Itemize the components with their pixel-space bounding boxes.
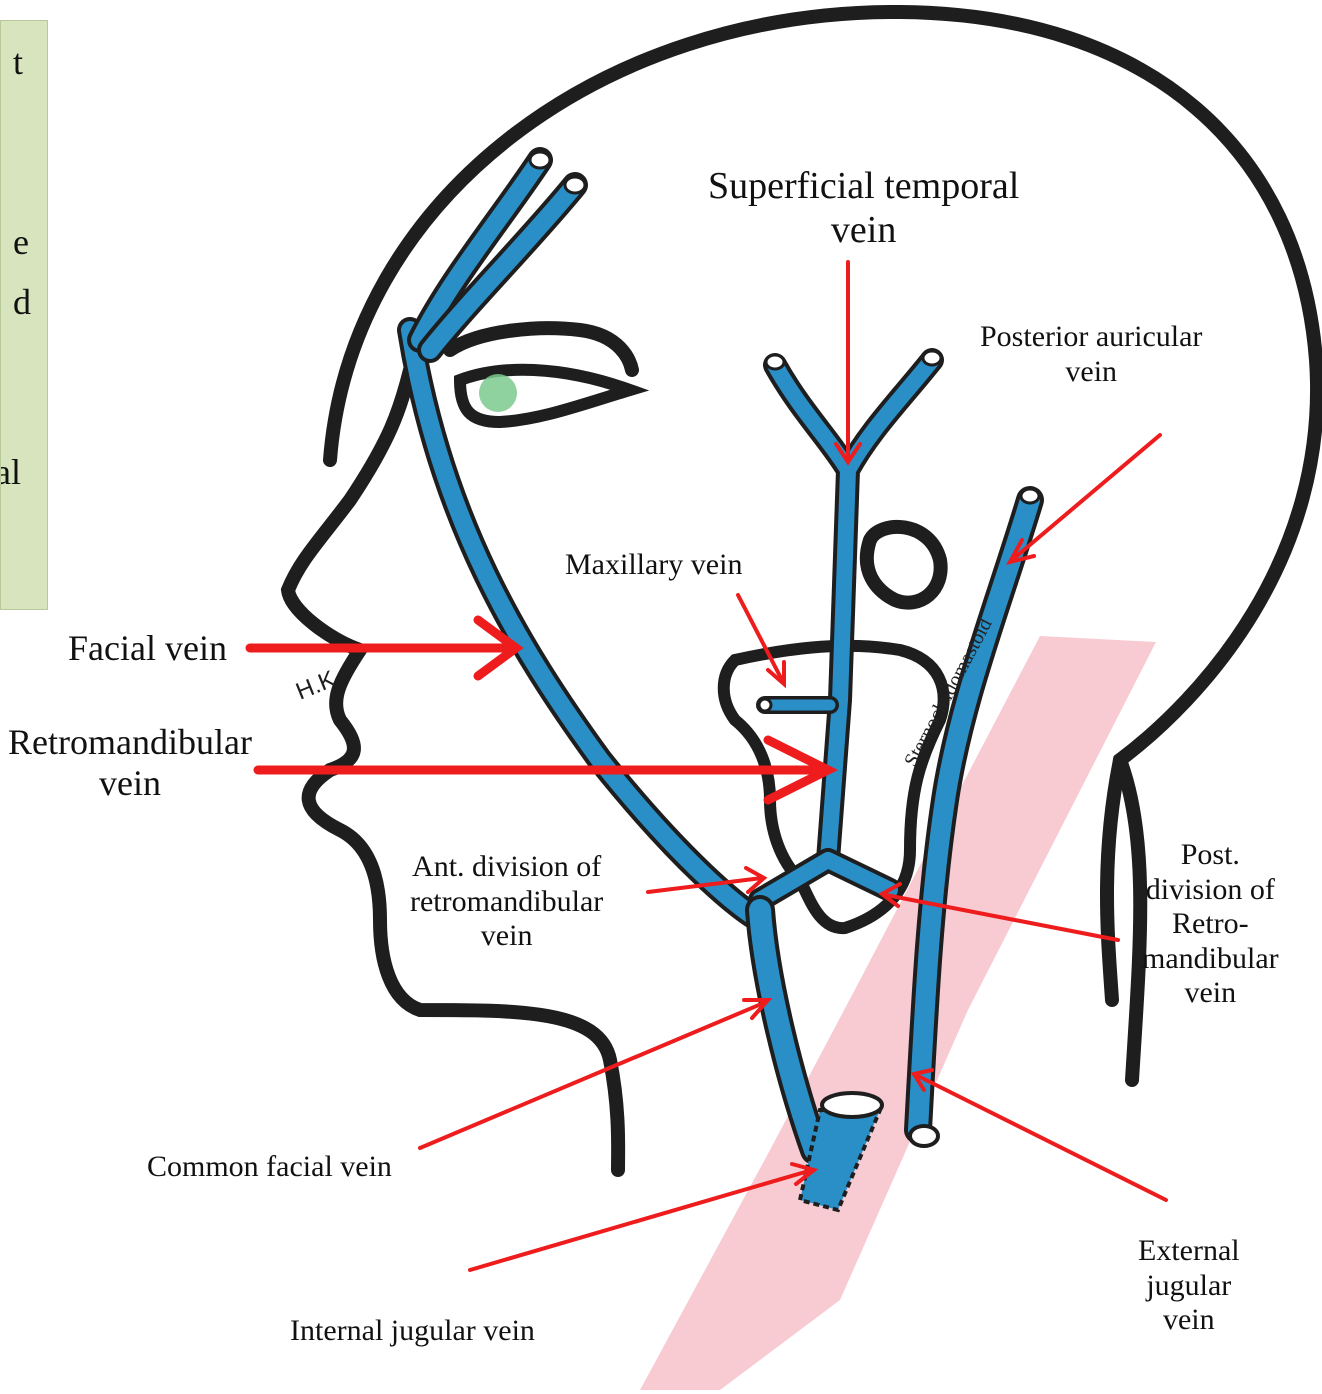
back-of-neck: [1120, 760, 1140, 1080]
eye-iris: [479, 374, 517, 412]
side-note-fragment: t: [13, 41, 23, 83]
arrow-external-jugular: [916, 1075, 1166, 1200]
label-superficial-temporal-vein: Superficial temporal vein: [700, 165, 1027, 252]
sternocleidomastoid-muscle: [640, 636, 1156, 1390]
side-note-fragment: al: [0, 451, 21, 493]
side-note-fragment: e: [13, 221, 29, 263]
label-facial-vein: Facial vein: [68, 628, 227, 669]
side-note-box: t e d al: [0, 20, 48, 610]
facial-vein-shape: [410, 330, 760, 920]
label-external-jugular-vein: External jugular vein: [1138, 1234, 1240, 1338]
label-ant-division: Ant. division of retromandibular vein: [410, 850, 603, 954]
label-maxillary-vein: Maxillary vein: [565, 548, 742, 583]
side-note-fragment: d: [13, 281, 31, 323]
label-posterior-auricular-vein: Posterior auricular vein: [980, 320, 1202, 389]
label-common-facial-vein: Common facial vein: [147, 1150, 392, 1185]
label-retromandibular-vein: Retromandibular vein: [8, 722, 252, 805]
arrow-maxillary: [738, 595, 782, 680]
label-internal-jugular-vein: Internal jugular vein: [290, 1314, 535, 1349]
ear: [867, 527, 941, 603]
arrow-common-facial: [420, 1002, 766, 1148]
label-post-division: Post. division of Retro- mandibular vein: [1142, 838, 1279, 1011]
eyebrow: [450, 328, 632, 370]
